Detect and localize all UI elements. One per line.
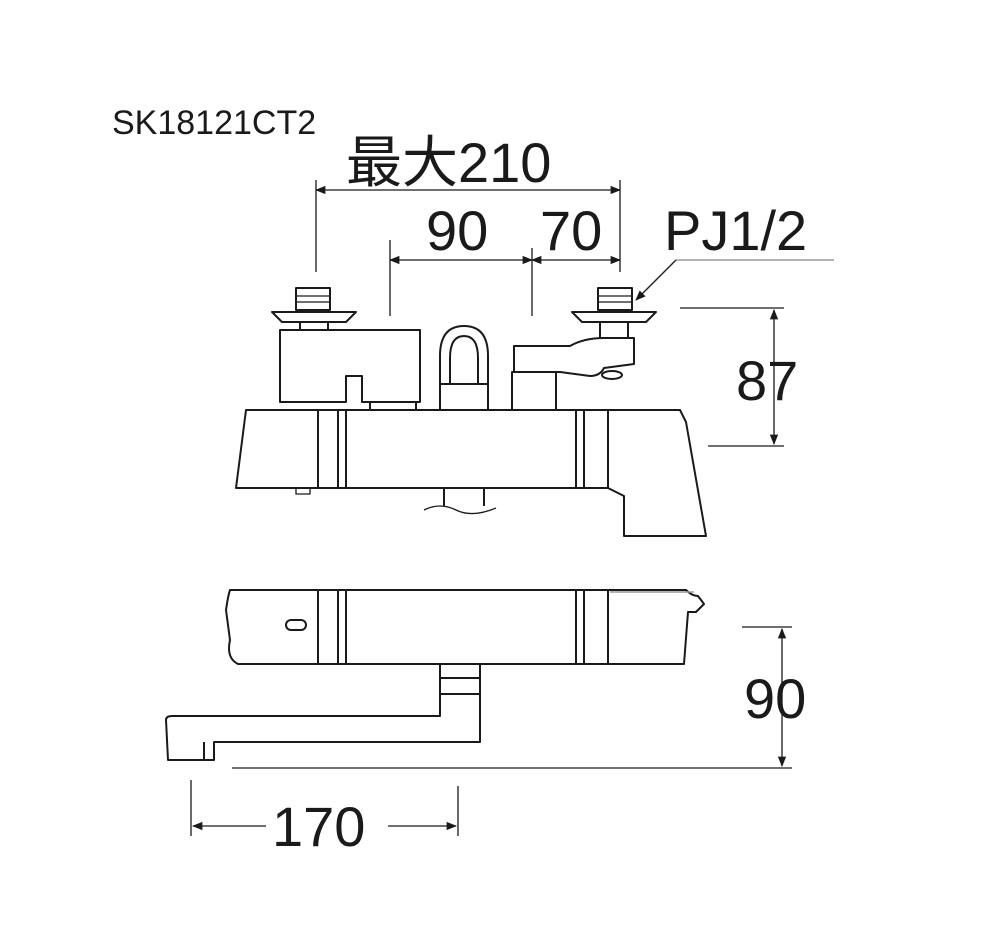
front-elevation <box>235 287 707 537</box>
left-span-label: 90 <box>426 199 488 262</box>
depth-dimension <box>232 626 792 769</box>
max-width-label: 最大210 <box>346 131 551 194</box>
thread-label: PJ1/2 <box>664 199 807 262</box>
model-number: SK18121CT2 <box>112 104 316 142</box>
height-dimension <box>680 307 784 447</box>
spout-length-dimension <box>190 780 459 836</box>
spout-length-label: 170 <box>272 795 365 858</box>
right-span-label: 70 <box>540 199 602 262</box>
span-dimensions <box>388 240 622 316</box>
depth-label: 90 <box>744 667 806 730</box>
plan-view <box>165 589 705 761</box>
thread-leader <box>635 259 834 301</box>
height-label: 87 <box>736 349 798 412</box>
